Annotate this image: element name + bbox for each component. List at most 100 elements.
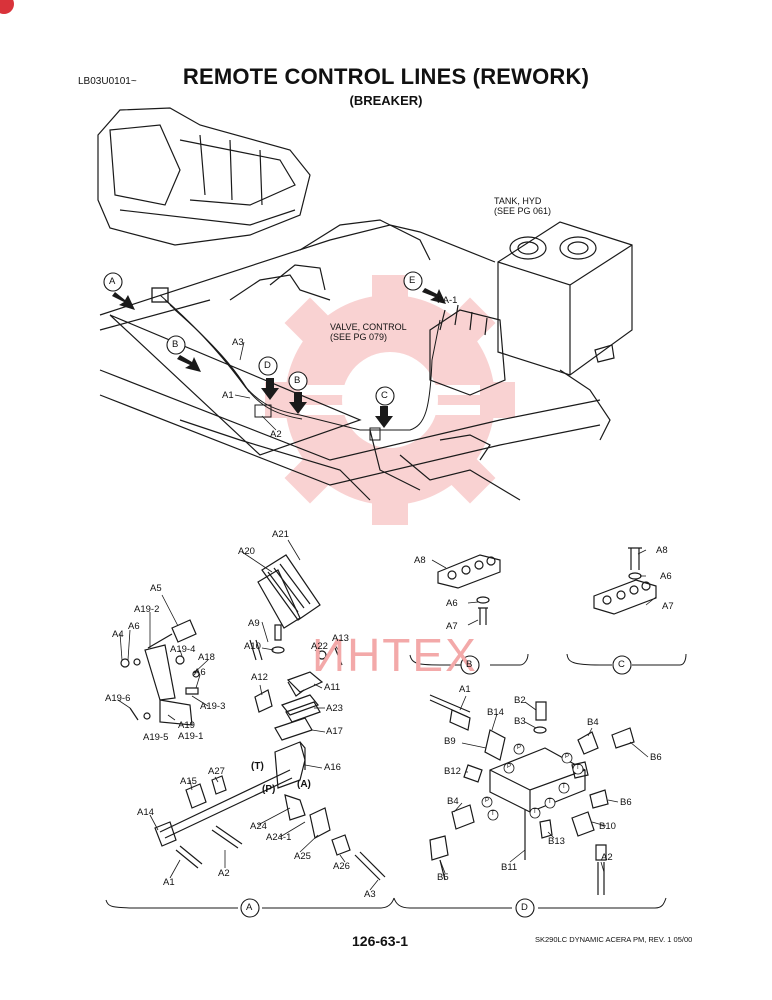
label-a21: A21 (272, 529, 289, 540)
label-b6-mid: B6 (620, 797, 632, 808)
hydraulic-tank (497, 221, 633, 376)
valve-note: VALVE, CONTROL (SEE PG 079) (330, 322, 407, 343)
pa1-label: PA-1 (437, 295, 458, 306)
label-a6-c: A6 (660, 571, 672, 582)
cab-sketch (97, 107, 311, 246)
label-b10: B10 (599, 821, 616, 832)
label-a6-b: A6 (446, 598, 458, 609)
port-p-1: P (517, 745, 522, 751)
label-a24: A24 (250, 821, 267, 832)
page-subtitle: (BREAKER) (349, 93, 423, 108)
port-t-3: T (562, 784, 566, 790)
label-a19-5: A19-5 (143, 732, 169, 743)
label-a25: A25 (294, 851, 311, 862)
section-b-label: B (466, 659, 473, 670)
watermark-text: ИНТЕХ (312, 629, 478, 681)
port-a-label: (A) (297, 779, 311, 790)
label-a2-a: A2 (218, 868, 230, 879)
label-b12: B12 (444, 766, 461, 777)
label-a23: A23 (326, 703, 343, 714)
section-d-label: D (521, 902, 528, 913)
label-a3-top: A3 (232, 337, 244, 348)
clamp-b (437, 554, 501, 625)
label-a8-b: A8 (414, 555, 426, 566)
label-a15: A15 (180, 776, 197, 787)
label-a8-c: A8 (656, 545, 668, 556)
callout-b-left: B (172, 339, 179, 350)
manifold-block (429, 694, 635, 895)
callout-e-top: E (409, 275, 416, 286)
label-a19-6: A19-6 (105, 693, 131, 704)
label-b3: B3 (514, 716, 526, 727)
pedal-assembly (154, 554, 386, 881)
label-a9: A9 (248, 618, 260, 629)
clamp-c (593, 547, 657, 615)
label-a20: A20 (238, 546, 255, 557)
label-a26: A26 (333, 861, 350, 872)
machine-frame (99, 219, 611, 501)
label-b13: B13 (548, 836, 565, 847)
callout-b-mid: B (294, 375, 301, 386)
label-a10: A10 (244, 641, 261, 652)
label-a1-d: A1 (459, 684, 471, 695)
label-a19-1: A19-1 (178, 731, 204, 742)
label-a14: A14 (137, 807, 154, 818)
tank-note: TANK, HYD (SEE PG 061) (494, 196, 552, 217)
label-b4-right: B4 (587, 717, 599, 728)
corner-badge (0, 0, 14, 14)
section-brackets (105, 653, 687, 909)
section-c-label: C (618, 659, 625, 670)
label-a1-a: A1 (163, 877, 175, 888)
label-a16: A16 (324, 762, 341, 773)
label-a19-2: A19-2 (134, 604, 160, 615)
label-a24-1: A24-1 (266, 832, 292, 843)
section-a-label: A (246, 902, 253, 913)
port-t-label: (T) (251, 761, 264, 772)
label-a5: A5 (150, 583, 162, 594)
label-a4: A4 (112, 629, 124, 640)
callout-circles (103, 271, 632, 918)
label-b5: B5 (437, 872, 449, 883)
label-b14: B14 (487, 707, 504, 718)
lever-kit (120, 619, 200, 726)
revision-note: SK290LC DYNAMIC ACERA PM, REV. 1 05/00 (535, 935, 693, 944)
label-a12: A12 (251, 672, 268, 683)
callout-d-top: D (264, 360, 271, 371)
label-b11: B11 (501, 862, 518, 873)
port-markers (481, 743, 584, 821)
label-a18: A18 (198, 652, 215, 663)
label-a7-c: A7 (662, 601, 674, 612)
label-a2-d: A2 (601, 852, 613, 863)
label-a13: A13 (332, 633, 349, 644)
port-t-4: T (548, 799, 552, 805)
label-b4-left: B4 (447, 796, 459, 807)
port-p-3: P (485, 798, 490, 804)
callout-a-top: A (109, 276, 116, 287)
label-a17: A17 (326, 726, 343, 737)
page-title: REMOTE CONTROL LINES (REWORK) (182, 64, 590, 89)
label-a22: A22 (311, 641, 328, 652)
label-a6-lever2: A6 (194, 667, 206, 678)
label-a7-b: A7 (446, 621, 458, 632)
label-b9: B9 (444, 736, 456, 747)
port-p-2: P (507, 764, 512, 770)
label-a2-top: A2 (270, 429, 282, 440)
port-p-4: P (565, 754, 570, 760)
port-t-2: T (576, 765, 580, 771)
port-t-1: T (491, 811, 495, 817)
port-p-label: (P) (262, 784, 276, 795)
label-a19: A19 (178, 720, 195, 731)
label-b6-top: B6 (650, 752, 662, 763)
label-b2: B2 (514, 695, 526, 706)
callout-arrows (112, 288, 446, 428)
label-a1-top: A1 (222, 390, 234, 401)
callout-c-top: C (381, 390, 388, 401)
pilot-hoses (151, 287, 441, 441)
label-a19-4: A19-4 (170, 644, 196, 655)
label-a19-3: A19-3 (200, 701, 226, 712)
leader-lines (117, 341, 657, 891)
label-a11: A11 (324, 682, 341, 693)
label-a6-lever: A6 (128, 621, 140, 632)
